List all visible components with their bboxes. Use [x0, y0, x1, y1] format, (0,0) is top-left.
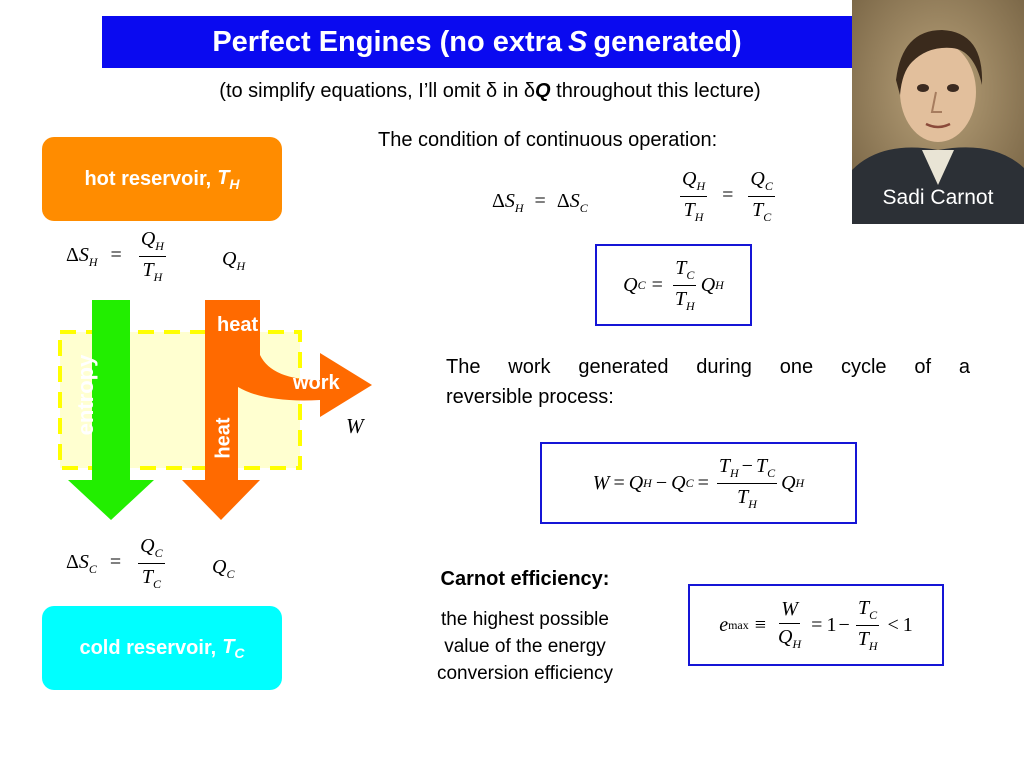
condition-text: The condition of continuous operation:: [378, 129, 718, 151]
entropy-arrow: [68, 300, 154, 520]
w-symbol: W: [346, 414, 364, 438]
title-var: S: [568, 25, 588, 58]
work-text-line1: The work generated during one cycle of a: [446, 356, 970, 378]
subtitle: (to simplify equations, I’ll omit δ in δ…: [219, 80, 761, 102]
qh-label: QH: [222, 248, 246, 273]
engine-diagram: [58, 300, 372, 520]
carnot-portrait: [852, 0, 1024, 224]
qc-label: QC: [212, 556, 235, 581]
heat-arrow: [182, 300, 372, 520]
title-part1: Perfect Engines (no extra: [212, 25, 563, 58]
portrait-caption: Sadi Carnot: [882, 186, 994, 209]
heat-label-side: heat: [212, 417, 235, 459]
slide-title: Perfect Engines (no extra S generated): [102, 16, 852, 68]
entropy-balance-equation: ΔSH = ΔSC: [492, 190, 588, 215]
hot-reservoir: hot reservoir, TH: [42, 137, 282, 221]
carnot-heading: Carnot efficiency:: [440, 568, 610, 590]
work-text-line2: reversible process:: [446, 386, 614, 408]
heat-label-top: heat: [217, 314, 259, 336]
title-part2: generated): [593, 25, 742, 58]
carnot-description: the highest possible value of the energy…: [436, 609, 614, 684]
work-label: work: [293, 372, 340, 394]
portrait-image: [852, 0, 1024, 224]
entropy-label: entropy: [73, 354, 98, 436]
cold-reservoir: cold reservoir, TC: [42, 606, 282, 690]
